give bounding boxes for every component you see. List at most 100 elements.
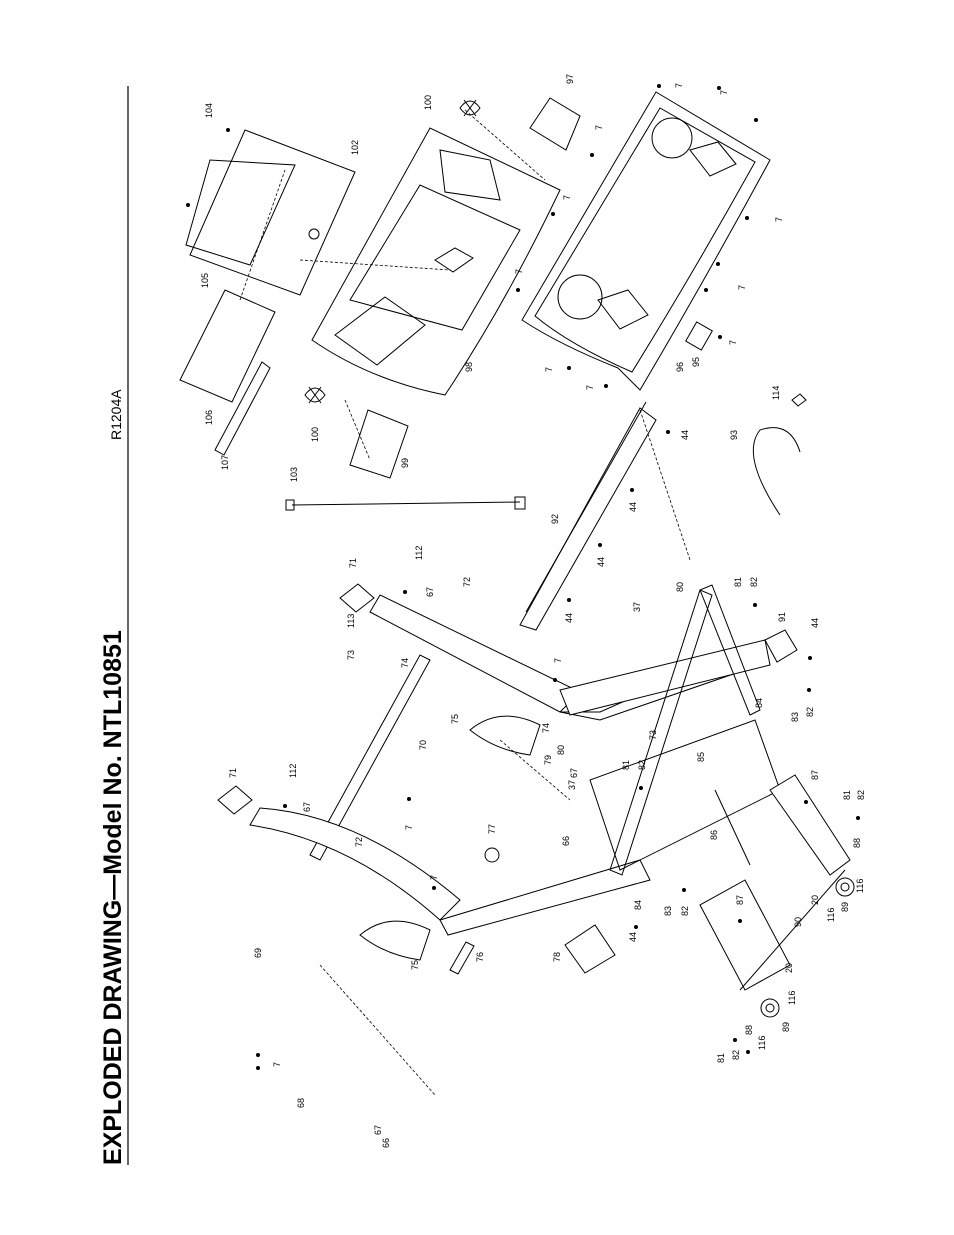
leader-75-68 (319, 964, 436, 1096)
callout-85: 85 (696, 752, 706, 762)
console-grille-lower (334, 296, 426, 366)
handrail-68 (214, 1049, 357, 1133)
callout-44-c: 44 (596, 557, 606, 567)
callout-44-d: 44 (564, 613, 574, 623)
callout-75-near: 75 (410, 960, 420, 970)
wheel-89-right (835, 877, 855, 897)
callout-82-mid: 82 (805, 707, 815, 717)
callout-74-mid: 74 (541, 723, 551, 733)
console-duct-lower (597, 289, 649, 330)
callout-69: 69 (253, 948, 263, 958)
callout-88-right: 88 (852, 838, 862, 848)
callout-66-bottom: 66 (381, 1138, 391, 1148)
wire-103-plug (514, 496, 526, 510)
callout-76: 76 (475, 952, 485, 962)
callout-80-mid: 80 (556, 745, 566, 755)
leader-fan-cupholder (344, 399, 371, 461)
callout-7-a: 7 (553, 658, 563, 663)
callout-67-top: 67 (425, 587, 435, 597)
callout-7-d: 7 (272, 1062, 282, 1067)
callout-72-top: 72 (462, 577, 472, 587)
callout-116-right2: 116 (826, 908, 836, 922)
callout-103: 103 (289, 467, 299, 482)
callout-90: 90 (793, 917, 803, 927)
callout-80-top: 80 (675, 582, 685, 592)
part-77 (484, 847, 500, 863)
callout-77: 77 (487, 824, 497, 834)
callout-116-right: 116 (855, 879, 865, 893)
callout-114: 114 (771, 386, 781, 400)
callout-91: 91 (777, 612, 787, 622)
handrail-68-outline (219, 1049, 356, 1128)
callout-20-right: 20 (810, 895, 820, 905)
callout-106: 106 (204, 410, 214, 425)
callout-81-left: 81 (716, 1053, 726, 1063)
callout-72-mid: 72 (354, 837, 364, 847)
callout-7-l: 7 (728, 340, 738, 345)
wire-93 (752, 427, 801, 516)
callout-82-right: 82 (856, 790, 866, 800)
part-114 (791, 393, 807, 407)
crossbar-92 (519, 407, 657, 631)
callout-82-mid2: 82 (637, 760, 647, 770)
callout-66-mid: 66 (561, 836, 571, 846)
callout-7-n: 7 (585, 385, 595, 390)
wheel-89-left (760, 998, 780, 1018)
upright-far-top (369, 594, 581, 713)
callout-107: 107 (220, 455, 230, 470)
callout-67-bottom: 67 (373, 1125, 383, 1135)
callout-78: 78 (552, 952, 562, 962)
callout-7-i: 7 (719, 90, 729, 95)
upright-near-top (249, 807, 461, 921)
callout-100-top: 100 (423, 95, 433, 110)
upper-crossmember (309, 654, 431, 861)
callout-99: 99 (400, 458, 410, 468)
panel-106 (179, 289, 276, 403)
callout-7-e: 7 (514, 269, 524, 274)
callout-82-left: 82 (731, 1050, 741, 1060)
console-grille-upper (439, 149, 501, 201)
leader-panel-tray (239, 169, 286, 301)
callout-67-low: 67 (302, 802, 312, 812)
leader-fan-console (464, 109, 546, 181)
knob-76 (449, 941, 475, 975)
callout-7-h: 7 (674, 83, 684, 88)
callout-37-mid: 37 (567, 780, 577, 790)
callout-105: 105 (200, 273, 210, 288)
callout-74-top: 74 (400, 658, 410, 668)
callout-87-bottom: 87 (735, 895, 745, 905)
callout-82-top: 82 (749, 577, 759, 587)
callout-87-top: 87 (810, 770, 820, 780)
console-base-outline (521, 91, 771, 391)
callout-7-k: 7 (737, 285, 747, 290)
callout-89-right: 89 (840, 902, 850, 912)
callout-93: 93 (729, 430, 739, 440)
callout-79: 79 (543, 755, 553, 765)
wire-103 (291, 501, 521, 506)
frame-rail-b (699, 584, 761, 716)
callout-73-top: 73 (346, 650, 356, 660)
callout-98: 98 (464, 362, 474, 372)
callout-113: 113 (346, 614, 356, 628)
console-duct-upper (689, 141, 737, 177)
callout-116-left: 116 (787, 991, 797, 1005)
callout-44-a: 44 (680, 430, 690, 440)
callout-37-top: 37 (632, 602, 642, 612)
callout-73-mid: 73 (648, 730, 658, 740)
console-center-key (434, 247, 474, 273)
wire-103-plug-left (285, 499, 295, 511)
callout-86: 86 (709, 830, 719, 840)
strip-107 (214, 361, 271, 456)
upright-far (559, 639, 771, 716)
callout-95: 95 (691, 357, 701, 367)
callout-84-top: 84 (754, 698, 764, 708)
console-base-inner (534, 107, 756, 373)
leader-92-frame (639, 409, 691, 561)
drawing-code: R1204A (108, 389, 124, 440)
console-display-area (349, 184, 521, 331)
fastener-markers (186, 84, 860, 1070)
panel-105 (185, 159, 296, 266)
callout-7-m: 7 (544, 367, 554, 372)
callout-89-left: 89 (781, 1022, 791, 1032)
